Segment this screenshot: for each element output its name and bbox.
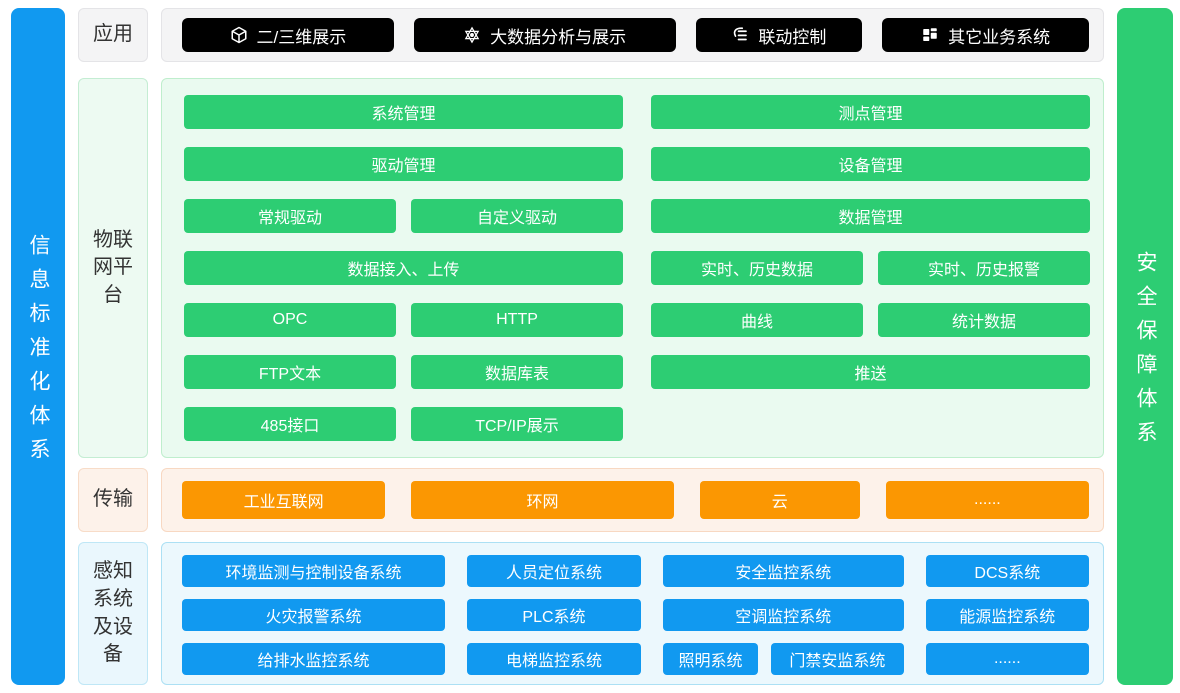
transport-block-ring-network: 环网 [411,481,674,519]
iot-platform-section-label: 物联网平台 [78,78,148,458]
perception-block-elevator-monitoring: 电梯监控系统 [467,643,641,675]
right-bar-security-assurance: 安全保障体系 [1117,8,1173,685]
platform-block-opc: OPC [184,303,396,337]
platform-block-data-management: 数据管理 [651,199,1090,233]
transport-section: 传输 工业互联网 环网 云 ...... [78,468,1104,532]
app-block-bigdata-analysis: 大数据分析与展示 [413,18,676,52]
transport-block-more: ...... [885,481,1089,519]
right-bar-label: 安全保障体系 [1134,251,1157,455]
perception-block-energy-monitoring: 能源监控系统 [925,599,1089,631]
application-section: 应用 二/三维展示 大数据分析与展示 [78,8,1104,62]
app-block-label: 联动控制 [758,27,827,47]
iot-platform-left-column: 系统管理 驱动管理 常规驱动 自定义驱动 数据接入、上传 OPC HTTP FT… [184,95,623,441]
left-bar-info-standardization: 信息标准化体系 [11,8,65,685]
perception-block-security-monitoring: 安全监控系统 [662,555,904,587]
perception-block-dcs-system: DCS系统 [925,555,1089,587]
perception-block-plc-system: PLC系统 [467,599,641,631]
transport-block-cloud: 云 [699,481,860,519]
grid-icon [921,26,939,44]
application-section-label: 应用 [78,8,148,62]
perception-block-lighting-system: 照明系统 [662,643,759,675]
perception-block-water-drainage-monitoring: 给排水监控系统 [182,643,446,675]
main-area: 应用 二/三维展示 大数据分析与展示 [78,8,1104,685]
platform-block-device-management: 设备管理 [651,147,1090,181]
app-block-linkage-control: 联动控制 [695,18,863,52]
platform-block-statistics-data: 统计数据 [878,303,1090,337]
platform-block-point-management: 测点管理 [651,95,1090,129]
perception-container: 环境监测与控制设备系统 人员定位系统 安全监控系统 DCS系统 火灾报警系统 P… [161,542,1104,685]
platform-block-system-management: 系统管理 [184,95,623,129]
perception-section: 感知系统及设备 环境监测与控制设备系统 人员定位系统 安全监控系统 DCS系统 … [78,542,1104,685]
iot-platform-right-column: 测点管理 设备管理 数据管理 实时、历史数据 实时、历史报警 曲线 统计数据 推… [651,95,1090,441]
perception-block-fire-alarm: 火灾报警系统 [182,599,446,631]
platform-block-data-access-upload: 数据接入、上传 [184,251,623,285]
transport-section-label: 传输 [78,468,148,532]
platform-block-curve: 曲线 [651,303,863,337]
transport-block-industrial-internet: 工业互联网 [182,481,386,519]
perception-section-label: 感知系统及设备 [78,542,148,685]
platform-block-485-interface: 485接口 [184,407,396,441]
application-container: 二/三维展示 大数据分析与展示 联动控制 [161,8,1104,62]
transport-container: 工业互联网 环网 云 ...... [161,468,1104,532]
iot-platform-section: 物联网平台 系统管理 驱动管理 常规驱动 自定义驱动 数据接入、上传 OPC H… [78,78,1104,458]
platform-block-push: 推送 [651,355,1090,389]
platform-block-tcpip-display: TCP/IP展示 [411,407,623,441]
perception-block-hvac-monitoring: 空调监控系统 [662,599,904,631]
platform-block-standard-driver: 常规驱动 [184,199,396,233]
platform-block-ftp-text: FTP文本 [184,355,396,389]
perception-block-access-control-system: 门禁安监系统 [771,643,904,675]
app-block-2d3d-display: 二/三维展示 [182,18,394,52]
app-block-label: 大数据分析与展示 [490,27,627,47]
platform-block-http: HTTP [411,303,623,337]
linkage-icon [731,26,749,44]
hexagram-icon [463,26,481,44]
perception-block-environment-monitoring: 环境监测与控制设备系统 [182,555,446,587]
platform-block-database-table: 数据库表 [411,355,623,389]
platform-block-realtime-history-alarm: 实时、历史报警 [878,251,1090,285]
app-block-label: 二/三维展示 [256,27,347,47]
cube-icon [230,26,248,44]
app-block-label: 其它业务系统 [948,27,1051,47]
iot-platform-container: 系统管理 驱动管理 常规驱动 自定义驱动 数据接入、上传 OPC HTTP FT… [161,78,1104,458]
perception-block-personnel-positioning: 人员定位系统 [467,555,641,587]
platform-block-custom-driver: 自定义驱动 [411,199,623,233]
left-bar-label: 信息标准化体系 [27,234,50,472]
perception-split-cell: 照明系统 门禁安监系统 [662,643,904,675]
perception-block-more: ...... [925,643,1089,675]
platform-block-driver-management: 驱动管理 [184,147,623,181]
app-block-other-business-systems: 其它业务系统 [882,18,1089,52]
platform-block-realtime-history-data: 实时、历史数据 [651,251,863,285]
